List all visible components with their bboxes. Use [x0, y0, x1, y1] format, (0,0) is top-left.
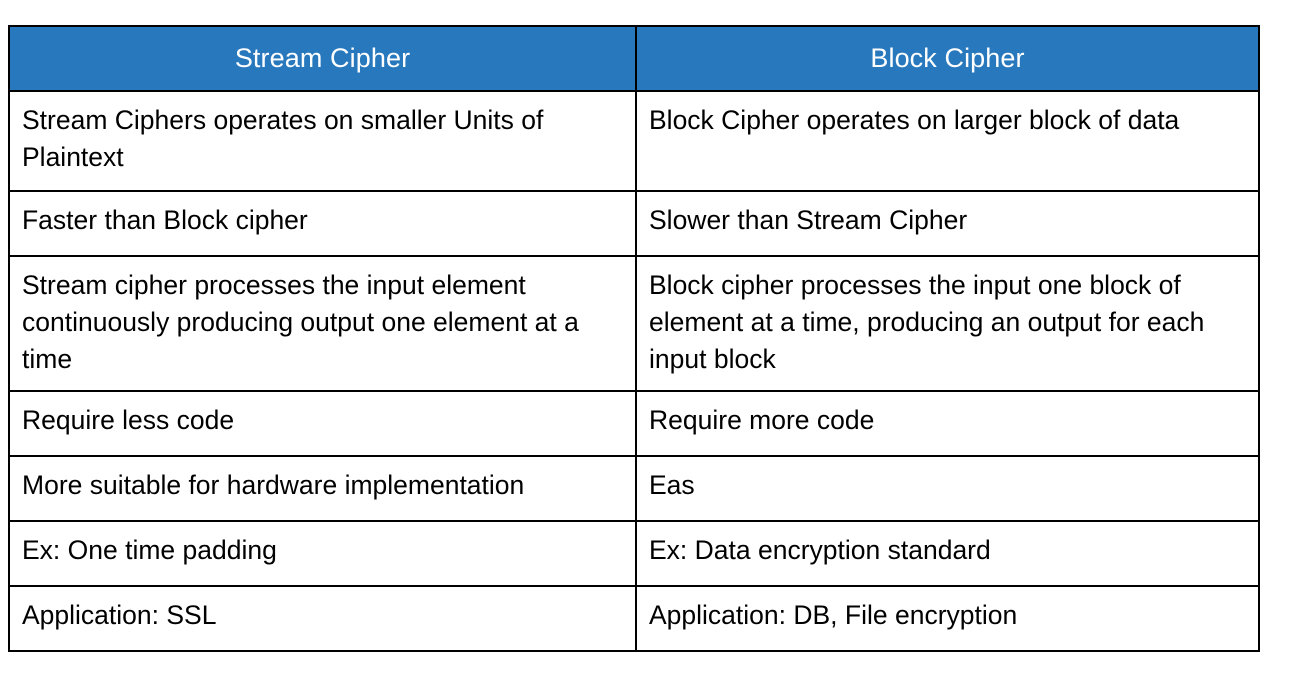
cell-stream-cipher-5: More suitable for hardware implementatio… [8, 455, 637, 522]
table-header-row: Stream Cipher Block Cipher [8, 25, 1260, 92]
comparison-table: Stream Cipher Block Cipher Stream Cipher… [8, 25, 1260, 652]
cell-block-cipher-6: Ex: Data encryption standard [635, 520, 1260, 587]
cell-stream-cipher-4: Require less code [8, 390, 637, 457]
cell-stream-cipher-2: Faster than Block cipher [8, 190, 637, 257]
cell-stream-cipher-7: Application: SSL [8, 585, 637, 652]
table-row: More suitable for hardware implementatio… [8, 455, 1260, 522]
cell-block-cipher-1: Block Cipher operates on larger block of… [635, 90, 1260, 192]
cell-block-cipher-2: Slower than Stream Cipher [635, 190, 1260, 257]
table-row: Ex: One time padding Ex: Data encryption… [8, 520, 1260, 587]
cell-stream-cipher-1: Stream Ciphers operates on smaller Units… [8, 90, 637, 192]
table-header: Stream Cipher Block Cipher [8, 25, 1260, 92]
table-row: Faster than Block cipher Slower than Str… [8, 190, 1260, 257]
cell-stream-cipher-6: Ex: One time padding [8, 520, 637, 587]
table-row: Application: SSL Application: DB, File e… [8, 585, 1260, 652]
cell-block-cipher-3: Block cipher processes the input one blo… [635, 255, 1260, 392]
table-row: Require less code Require more code [8, 390, 1260, 457]
cell-block-cipher-5: Eas [635, 455, 1260, 522]
column-header-stream-cipher: Stream Cipher [8, 25, 637, 92]
table-row: Stream Ciphers operates on smaller Units… [8, 90, 1260, 192]
table-body: Stream Ciphers operates on smaller Units… [8, 90, 1260, 652]
cell-block-cipher-7: Application: DB, File encryption [635, 585, 1260, 652]
column-header-block-cipher: Block Cipher [635, 25, 1260, 92]
cell-stream-cipher-3: Stream cipher processes the input elemen… [8, 255, 637, 392]
table-row: Stream cipher processes the input elemen… [8, 255, 1260, 392]
cell-block-cipher-4: Require more code [635, 390, 1260, 457]
